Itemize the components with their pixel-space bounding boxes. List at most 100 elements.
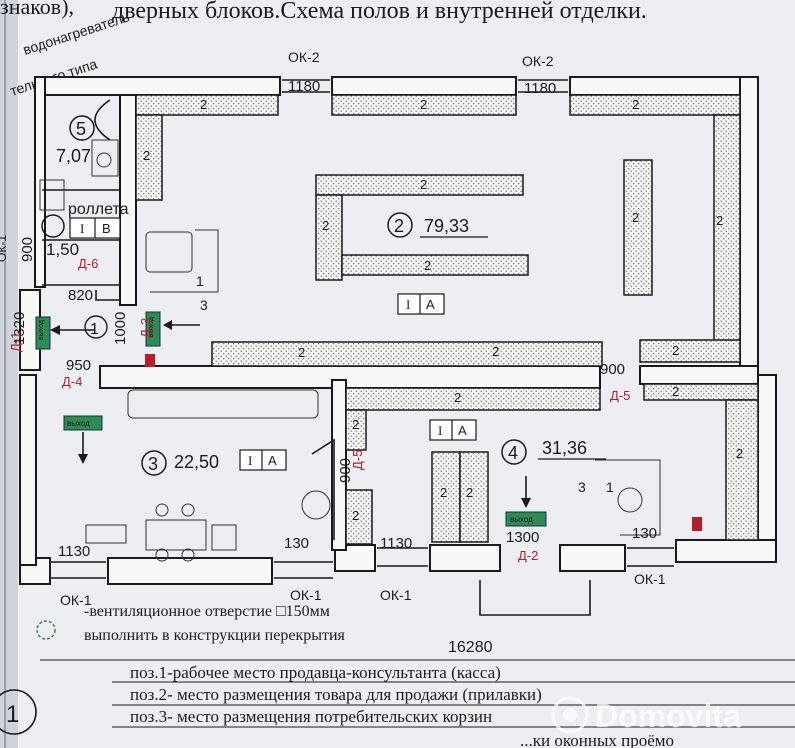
finish-bands xyxy=(135,94,759,545)
svg-text:2: 2 xyxy=(672,384,679,399)
svg-text:2: 2 xyxy=(322,218,329,233)
exit-sign: выход xyxy=(505,476,547,527)
svg-text:Д-4: Д-4 xyxy=(62,374,82,389)
svg-text:950: 950 xyxy=(66,357,91,374)
room-4-number: 4 xyxy=(508,443,518,463)
svg-text:Д-3: Д-3 xyxy=(138,318,153,338)
svg-text:130: 130 xyxy=(284,535,309,552)
exit-sign: выход xyxy=(145,311,200,347)
svg-text:1130: 1130 xyxy=(58,543,90,560)
svg-text:2: 2 xyxy=(632,97,639,112)
svg-text:ОК-2: ОК-2 xyxy=(522,53,554,69)
room-2: 2 79,33 I A xyxy=(387,212,488,315)
vent-note-line-1: -вентиляционное отверстие □150мм xyxy=(84,603,330,620)
room-4-area: 31,36 xyxy=(542,438,587,458)
svg-text:2: 2 xyxy=(440,485,447,500)
legend-item-2: поз.2- место размещения товара для прода… xyxy=(130,685,542,704)
room-2-class-a: I xyxy=(406,297,410,312)
room-2-number: 2 xyxy=(394,216,404,236)
room-4-class-b: A xyxy=(458,423,467,438)
svg-text:2: 2 xyxy=(492,344,499,359)
svg-text:1180: 1180 xyxy=(288,78,320,95)
header-subtitle: дверных блоков.Схема полов и внутренней … xyxy=(112,0,647,24)
svg-text:2: 2 xyxy=(672,343,679,358)
svg-text:1300: 1300 xyxy=(506,529,539,546)
vent-note-line-2: выполнить в конструкции перекрытия xyxy=(84,627,346,644)
svg-text:2: 2 xyxy=(298,345,305,360)
svg-text:ОК-2: ОК-2 xyxy=(288,49,320,65)
svg-text:2: 2 xyxy=(632,210,639,225)
svg-text:2: 2 xyxy=(143,148,150,163)
room-5-area: 7,07 xyxy=(56,146,91,166)
svg-text:выход: выход xyxy=(67,419,90,428)
door-labels: Д-6 Д-1 Д-3 Д-4 Д-5 Д-5 Д-2 xyxy=(8,256,630,563)
axis-marker xyxy=(84,315,108,339)
svg-text:16280: 16280 xyxy=(448,639,493,656)
position-1-label: 1 xyxy=(606,479,614,495)
svg-text:130: 130 xyxy=(632,525,657,542)
svg-text:2: 2 xyxy=(420,177,427,192)
svg-text:выход: выход xyxy=(510,515,533,524)
svg-text:Д-1: Д-1 xyxy=(8,332,23,352)
position-1-label: 1 xyxy=(196,273,204,289)
room-6: роллета I B 1,50 xyxy=(41,201,129,259)
svg-text:2: 2 xyxy=(454,390,461,405)
svg-text:2: 2 xyxy=(736,446,743,461)
furniture xyxy=(39,139,661,562)
walls xyxy=(19,76,777,585)
room-6-area: 1,50 xyxy=(46,240,79,259)
room-3-number: 3 xyxy=(148,454,158,474)
room-6-class-a: I xyxy=(80,221,84,236)
svg-text:1000: 1000 xyxy=(112,312,129,345)
svg-text:Д-5: Д-5 xyxy=(610,388,630,403)
svg-text:ОК-1: ОК-1 xyxy=(380,587,412,603)
svg-text:ОК-1: ОК-1 xyxy=(0,235,9,262)
finish-band-numbers: 2 2 2 2 2 2 2 2 2 2 2 2 2 2 2 2 2 2 2 xyxy=(143,97,743,523)
svg-text:900: 900 xyxy=(19,237,36,262)
windows xyxy=(50,79,674,579)
room-3-class-a: I xyxy=(248,453,252,468)
svg-text:1130: 1130 xyxy=(380,535,412,552)
page-number: 1 xyxy=(6,701,19,728)
svg-text:1320: 1320 xyxy=(11,312,28,345)
svg-text:выход: выход xyxy=(148,317,155,337)
svg-text:2: 2 xyxy=(716,213,723,228)
vent-marker-red xyxy=(145,354,155,367)
room-6-note: роллета xyxy=(68,201,129,218)
svg-text:Д-2: Д-2 xyxy=(518,548,538,563)
partitions xyxy=(42,99,591,616)
header-fragment: знаков), xyxy=(0,0,74,19)
svg-text:2: 2 xyxy=(420,97,427,112)
legend-item-1: поз.1-рабочее место продавца-консультант… xyxy=(130,663,501,682)
exit-sign: выход xyxy=(63,415,103,464)
svg-text:Д-5: Д-5 xyxy=(350,450,365,470)
svg-text:2: 2 xyxy=(352,417,359,432)
room-5: 5 7,07 xyxy=(56,115,95,166)
svg-text:900: 900 xyxy=(337,458,354,483)
svg-text:820: 820 xyxy=(68,287,93,304)
dimensions: ОК-2 1180 ОК-2 1180 900 820 1320 1000 95… xyxy=(0,49,666,656)
room-2-class-b: A xyxy=(426,297,435,312)
vent-marker-red xyxy=(692,517,702,531)
room-4-class-a: I xyxy=(438,423,442,438)
svg-text:Д-6: Д-6 xyxy=(78,256,98,271)
legend-item-3: поз.3- место размещения потребительских … xyxy=(130,707,492,726)
room-4: I A 4 31,36 xyxy=(429,419,606,465)
room-2-area: 79,33 xyxy=(424,216,469,236)
vent-note: -вентиляционное отверстие □150мм выполни… xyxy=(36,603,346,644)
legend-item-4: ...ки оконных проёмо xyxy=(520,731,674,748)
svg-text:ОК-1: ОК-1 xyxy=(634,571,666,587)
exit-sign: выход xyxy=(35,316,95,350)
svg-text:1180: 1180 xyxy=(524,80,556,97)
axis-marker-label: 1 xyxy=(90,321,99,338)
svg-text:2: 2 xyxy=(466,485,473,500)
legend: 1 поз.1-рабочее место продавца-консульта… xyxy=(0,659,795,748)
room-3-class-b: A xyxy=(268,453,277,468)
room-3: 3 22,50 I A xyxy=(141,449,287,476)
room-3-area: 22,50 xyxy=(174,452,219,472)
svg-text:2: 2 xyxy=(352,508,359,523)
room-5-number: 5 xyxy=(76,119,86,139)
svg-text:2: 2 xyxy=(200,97,207,112)
svg-text:ОК-1: ОК-1 xyxy=(60,592,92,608)
